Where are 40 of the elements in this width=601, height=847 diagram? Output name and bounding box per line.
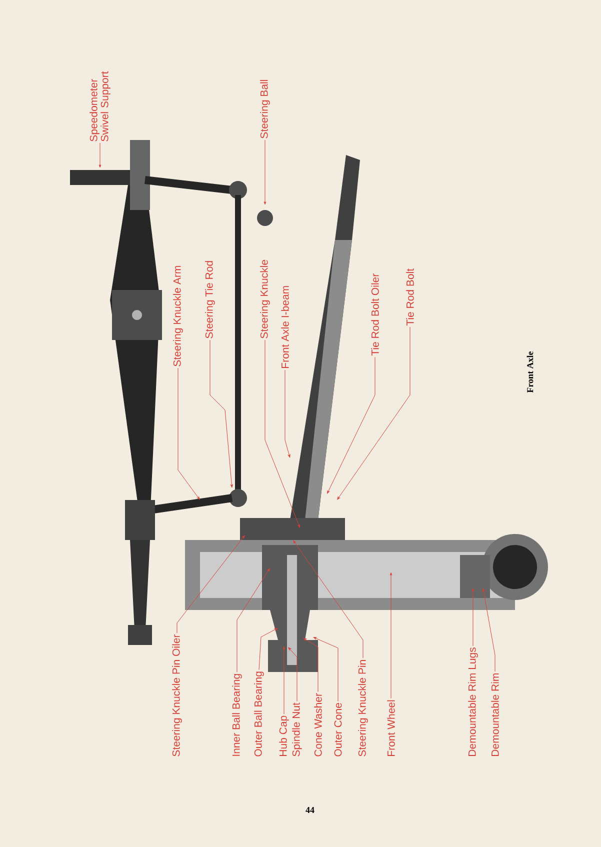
- leader-line: [98, 142, 102, 168]
- part-label: Front Axle I-beam: [281, 286, 289, 368]
- part-label: Outer Cone: [334, 703, 342, 756]
- part-label: Steering Ball: [260, 80, 270, 138]
- leader-line: [303, 638, 318, 692]
- leader-line: [176, 535, 245, 634]
- title: Front Axle: [526, 351, 534, 393]
- leader-line: [390, 572, 392, 699]
- leader-line: [288, 647, 298, 702]
- part-label: Steering Knuckle Arm: [173, 266, 183, 366]
- leader-line: [258, 628, 278, 670]
- leader-line: [327, 356, 376, 494]
- leader-line: [264, 340, 300, 528]
- leader-line: [282, 646, 286, 714]
- leader-line: [293, 540, 364, 658]
- part-label: Front Wheel: [387, 700, 395, 756]
- part-label: Tie Rod Bolt: [406, 268, 414, 326]
- part-label: Inner Ball Bearing: [232, 674, 242, 756]
- part-label: Steering Knuckle: [260, 260, 270, 338]
- leader-line: [482, 588, 496, 672]
- leader-line: [178, 368, 200, 500]
- part-label: Spindle Nut: [292, 702, 302, 756]
- part-label: Outer Ball Bearing: [254, 672, 264, 756]
- part-label: Hub Cap: [279, 716, 289, 756]
- leader-line: [313, 637, 338, 702]
- leader-line: [337, 326, 410, 500]
- leader-line: [210, 340, 233, 488]
- part-label: Demountable Rim: [491, 674, 499, 756]
- part-label: Cone Washer: [314, 693, 322, 756]
- leader-line: [284, 370, 290, 458]
- part-label: Steering Knuckle Pin Oiler: [172, 634, 182, 756]
- leader-line: [236, 568, 270, 672]
- part-label: Steering Tie Rod: [205, 261, 215, 338]
- part-label: Speedometer Swivel Support: [90, 71, 110, 142]
- leader-line: [264, 140, 266, 205]
- leader-line: [472, 588, 474, 646]
- page-number: 44: [306, 807, 314, 813]
- part-label: Tie Rod Bolt Oiler: [371, 274, 379, 356]
- part-label: Demountable Rim Lugs: [468, 648, 478, 756]
- part-label: Steering Knuckle Pin: [358, 660, 368, 756]
